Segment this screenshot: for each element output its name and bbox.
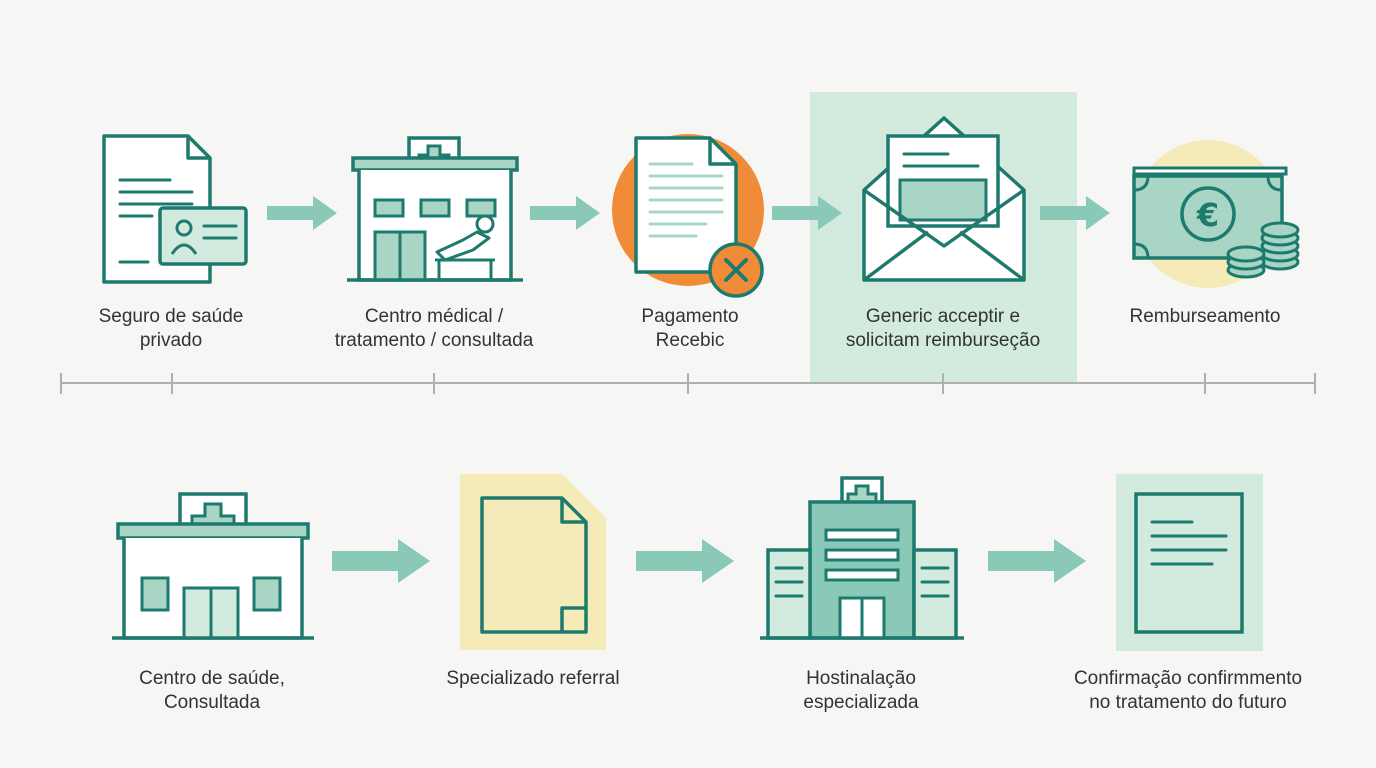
referral-document-icon [460, 474, 606, 650]
step-label: Remburseamento [1129, 306, 1281, 327]
flow-arrow [1040, 196, 1110, 230]
step-label: Seguro de saúde privado [98, 306, 244, 351]
flow-arrow [530, 196, 600, 230]
euro-banknote-coins-icon: € [1132, 140, 1300, 288]
step-label: Pagamento Recebic [641, 306, 739, 351]
step-label: Hostinalação especializada [803, 668, 919, 713]
medical-center-building-icon [347, 136, 523, 282]
step-label: Centro de saúde, Consultada [139, 668, 285, 713]
health-center-building-icon [112, 492, 314, 640]
step-label: Centro médical / tratamento / consultada [334, 306, 534, 351]
svg-text:€: € [1196, 196, 1219, 234]
insurance-document-id-card-icon [102, 134, 248, 284]
envelope-document-icon [862, 116, 1026, 282]
flow-arrow [988, 539, 1086, 583]
flow-arrow [772, 196, 842, 230]
timeline [60, 373, 1316, 394]
flow-arrow [332, 539, 430, 583]
confirmation-document-icon [1116, 474, 1263, 651]
flow-arrow [636, 539, 734, 583]
step-label: Specializado referral [446, 668, 620, 689]
step-label: Confirmação confirmmento no tratamento d… [1073, 668, 1303, 713]
flow-arrow [267, 196, 337, 230]
hospital-building-icon [760, 476, 964, 640]
payment-document-rejected-icon [612, 134, 764, 298]
step-label: Generic acceptir e solicitam reimburseçã… [845, 306, 1041, 351]
